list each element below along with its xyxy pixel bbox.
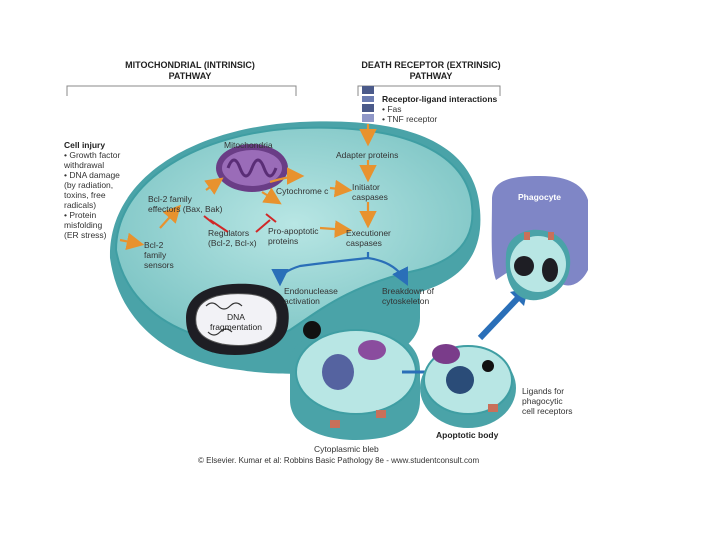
extrinsic-header-line2: PATHWAY: [409, 71, 453, 81]
cell-injury-item: • Protein: [64, 210, 97, 220]
ligands-line1: Ligands for: [522, 386, 565, 396]
cytoskeleton-label: Breakdown of cytoskeleton: [382, 286, 434, 306]
extrinsic-header-line1: DEATH RECEPTOR (EXTRINSIC): [361, 60, 501, 70]
endonuclease-line2: activation: [284, 296, 320, 306]
cell-injury-item: toxins, free: [64, 190, 106, 200]
extrinsic-pathway-header: DEATH RECEPTOR (EXTRINSIC) PATHWAY: [356, 60, 506, 82]
pro-apoptotic-line1: Pro-apoptotic: [268, 226, 319, 236]
cytochrome-c-label: Cytochrome c: [276, 186, 329, 196]
receptor-title: Receptor-ligand interactions: [382, 94, 498, 104]
bcl2-effectors-label: Bcl-2 family effectors (Bax, Bak): [148, 194, 222, 214]
pathway-arrows: [119, 124, 377, 251]
cell-injury-item: misfolding: [64, 220, 103, 230]
ligands-line3: cell receptors: [522, 406, 573, 416]
regulators-label: Regulators (Bcl-2, Bcl-x): [208, 228, 257, 248]
initiator-line2: caspases: [352, 192, 388, 202]
death-receptor: [362, 86, 374, 122]
bcl2-effectors-line1: Bcl-2 family: [148, 194, 192, 204]
phagocyte-label: Phagocyte: [518, 192, 561, 202]
initiator-line1: Initiator: [352, 182, 380, 192]
intrinsic-pathway-header: MITOCHONDRIAL (INTRINSIC) PATHWAY: [120, 60, 260, 82]
mitochondria-label: Mitochondria: [224, 140, 273, 150]
apoptotic-body-cell: [420, 344, 516, 428]
bcl2-effectors-line2: effectors (Bax, Bak): [148, 204, 223, 214]
cytoplasmic-bleb-label: Cytoplasmic bleb: [314, 444, 379, 454]
ligands-label: Ligands for phagocytic cell receptors: [522, 386, 573, 416]
extrinsic-bracket: [357, 85, 501, 96]
mitochondria-organelle: [216, 144, 288, 192]
executioner-caspases-label: Executioner caspases: [346, 228, 391, 248]
fragmented-nucleus: [186, 283, 289, 355]
regulators-line2: (Bcl-2, Bcl-x): [208, 238, 257, 248]
copyright-credit: © Elsevier. Kumar et al: Robbins Basic P…: [198, 456, 480, 465]
pro-apoptotic-line2: proteins: [268, 236, 299, 246]
cell-injury-item: • DNA damage: [64, 170, 120, 180]
endonuclease-line1: Endonuclease: [284, 286, 338, 296]
executioner-line2: caspases: [346, 238, 382, 248]
bcl2-sensors-line2: family: [144, 250, 167, 260]
phagocyte-cell: [491, 176, 588, 301]
intrinsic-bracket: [66, 85, 297, 96]
apoptotic-body-label: Apoptotic body: [436, 430, 499, 440]
adapter-proteins-label: Adapter proteins: [336, 150, 399, 160]
intrinsic-header-line2: PATHWAY: [168, 71, 212, 81]
caspase-outcome-arrows: [271, 252, 408, 287]
cell-injury-title: Cell injury: [64, 140, 106, 150]
executioner-line1: Executioner: [346, 228, 391, 238]
receptor-item: • Fas: [382, 104, 402, 114]
receptor-item: • TNF receptor: [382, 114, 438, 124]
inhibition-marks: [203, 213, 277, 233]
cell-injury-item: (by radiation,: [64, 180, 114, 190]
receptor-list: Receptor-ligand interactions • Fas • TNF…: [382, 94, 497, 124]
cytoskeleton-line1: Breakdown of: [382, 286, 434, 296]
cell-injury-list: Cell injury • Growth factor withdrawal •…: [64, 140, 120, 240]
regulators-line1: Regulators: [208, 228, 250, 238]
dna-fragmentation-line2: fragmentation: [210, 322, 262, 332]
cytoskeleton-line2: cytoskeleton: [382, 296, 430, 306]
cytoplasmic-bleb-cell: [290, 321, 420, 440]
cell-injury-item: • Growth factor: [64, 150, 121, 160]
bcl2-sensors-line3: sensors: [144, 260, 174, 270]
cell-injury-item: (ER stress): [64, 230, 107, 240]
ligands-line2: phagocytic: [522, 396, 563, 406]
dna-fragmentation-line1: DNA: [227, 312, 245, 322]
dna-fragmentation-label: DNA fragmentation: [210, 312, 262, 332]
endonuclease-label: Endonuclease activation: [284, 286, 338, 306]
intrinsic-header-line1: MITOCHONDRIAL (INTRINSIC): [125, 60, 255, 70]
bcl2-sensors-label: Bcl-2 family sensors: [144, 240, 174, 270]
initiator-caspases-label: Initiator caspases: [352, 182, 388, 202]
pro-apoptotic-label: Pro-apoptotic proteins: [268, 226, 319, 246]
bcl2-sensors-line1: Bcl-2: [144, 240, 164, 250]
cell-injury-item: withdrawal: [64, 160, 105, 170]
cell-injury-item: radicals): [64, 200, 97, 210]
